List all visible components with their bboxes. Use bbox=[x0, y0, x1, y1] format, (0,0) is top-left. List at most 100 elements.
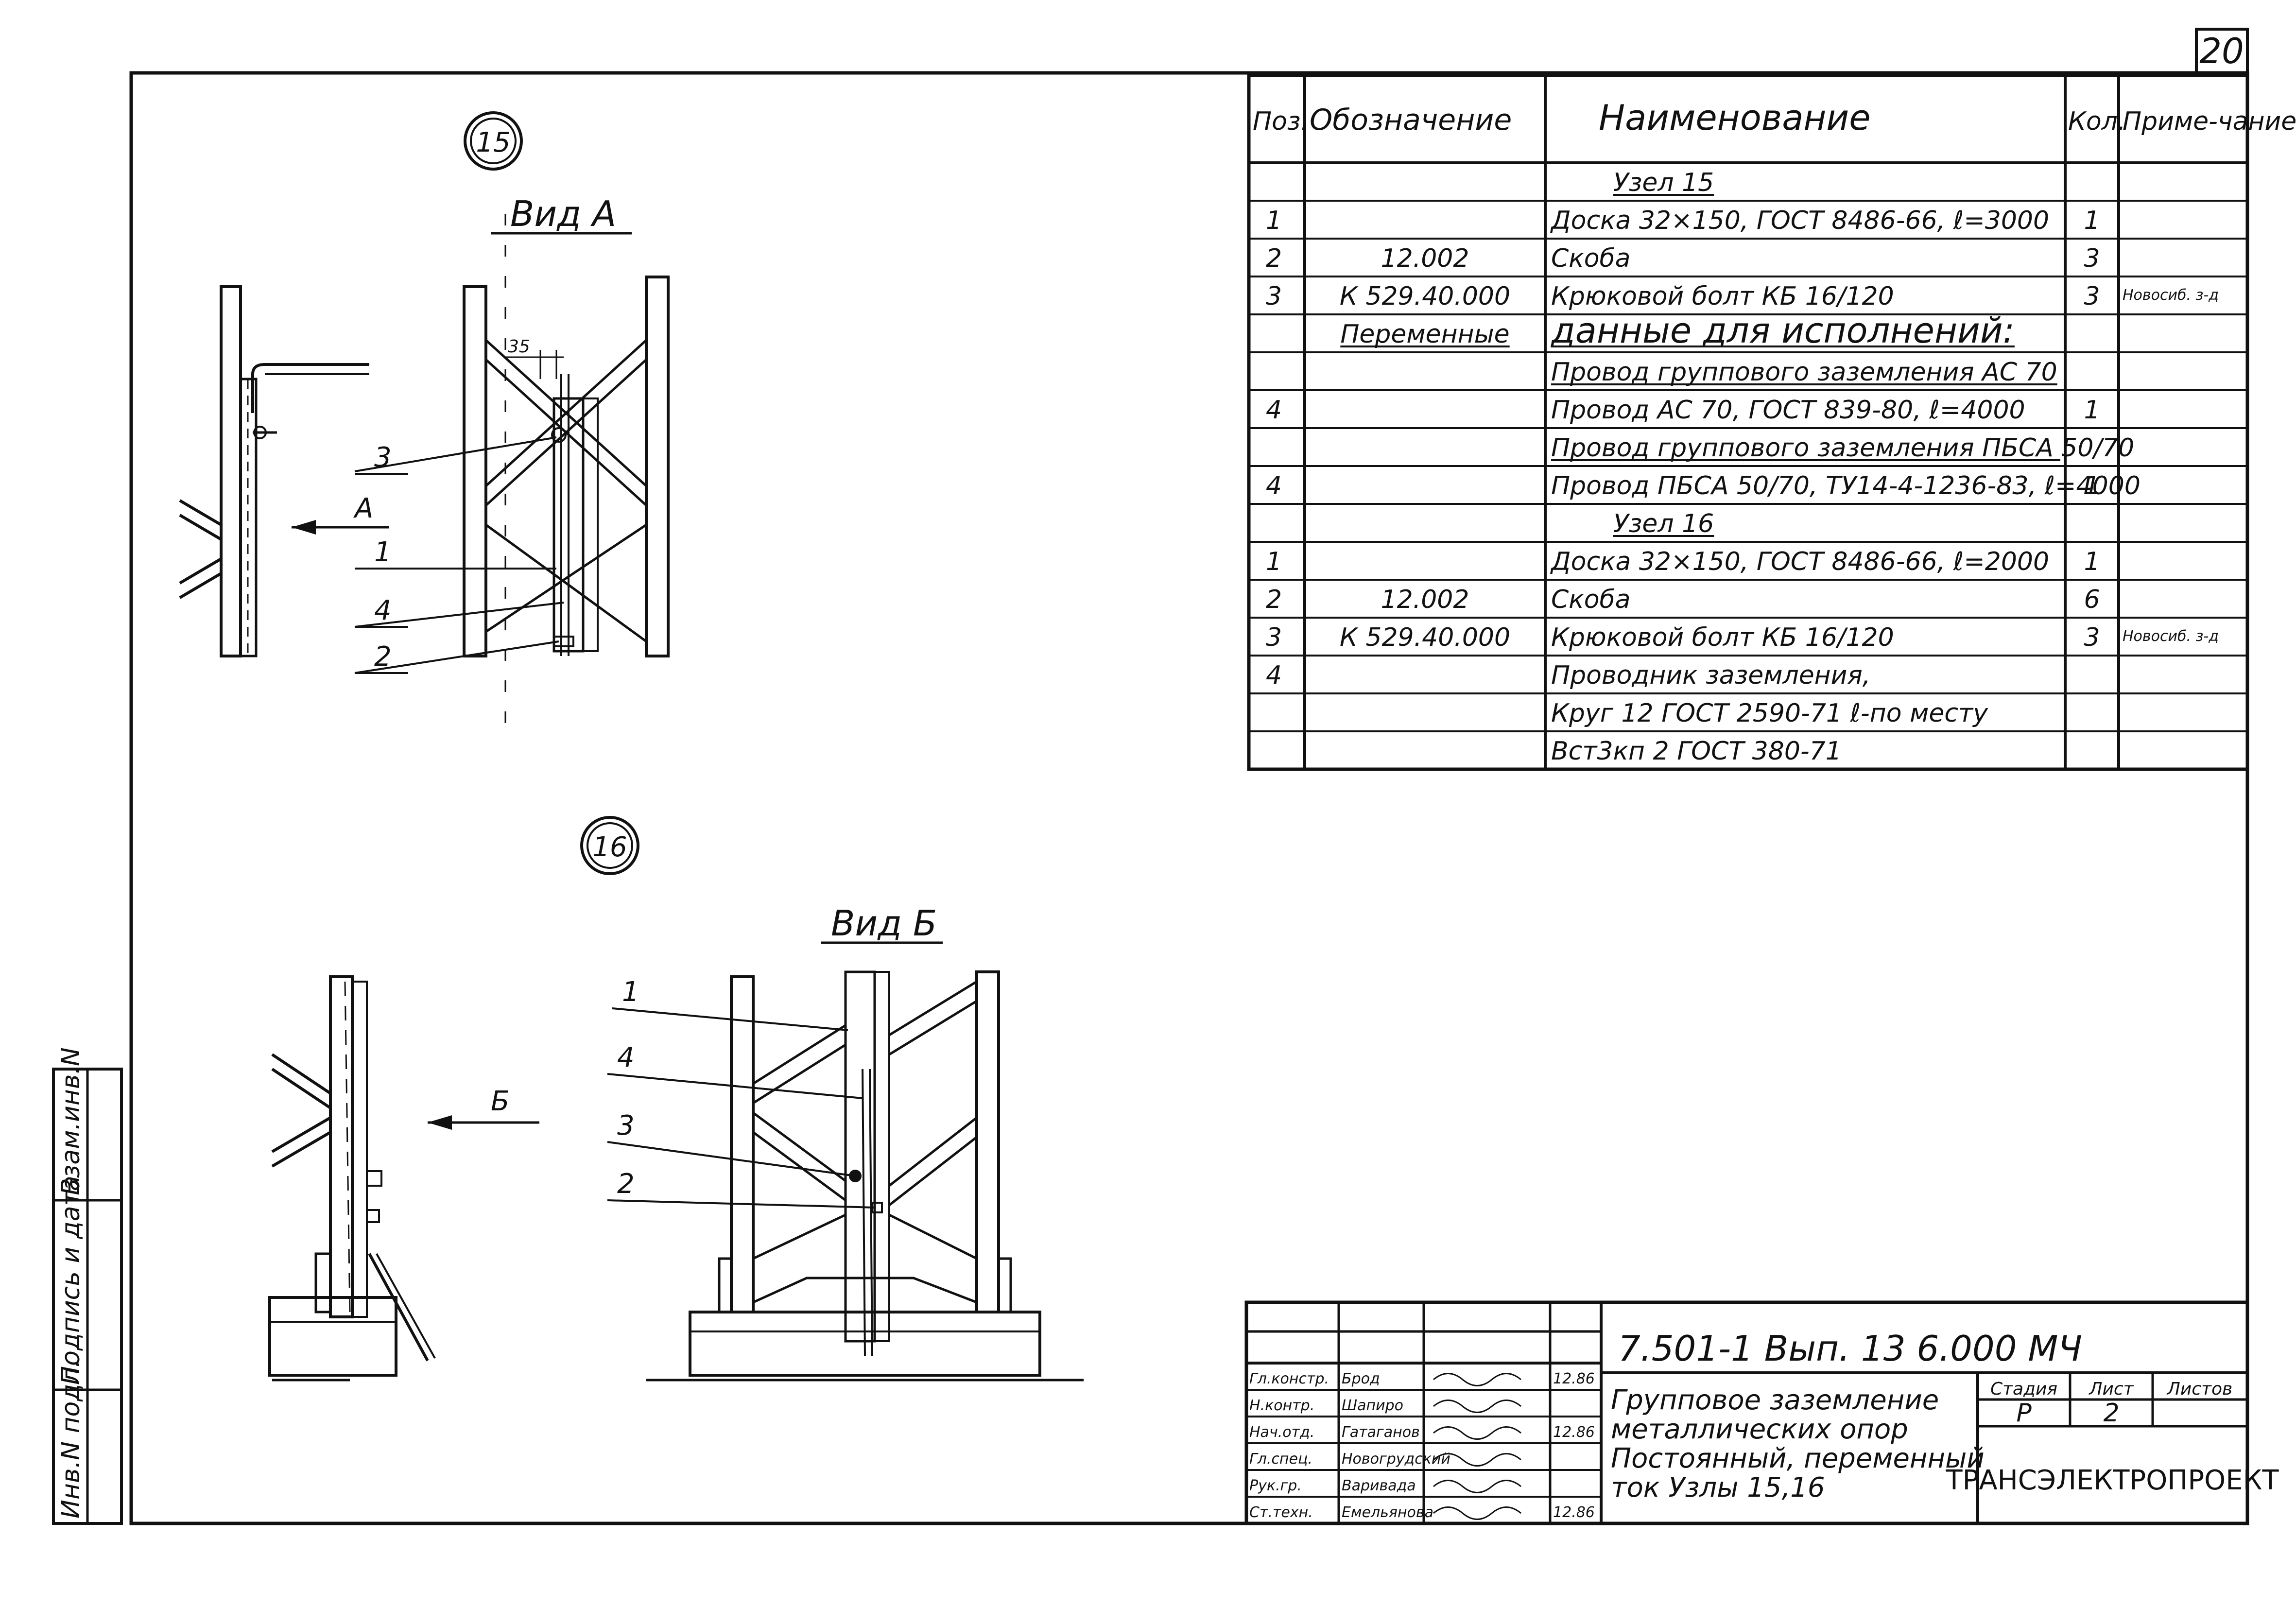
signature-icon bbox=[1433, 1453, 1521, 1467]
title-block: 7.501-1 Вып. 13 6.000 МЧ Групповое зазем… bbox=[1244, 1300, 2279, 1525]
node16-callout-1: 1 bbox=[622, 976, 639, 1008]
node15-arrow-label: А bbox=[353, 493, 373, 524]
spec-name: Доска 32×150, ГОСТ 8486-66, ℓ=3000 bbox=[1550, 206, 2049, 235]
spec-header-designation: Обозначение bbox=[1310, 103, 1512, 137]
spec-designation: 12.002 bbox=[1381, 585, 1469, 614]
spec-name: Узел 15 bbox=[1613, 168, 1714, 197]
spec-qty: 6 bbox=[2084, 585, 2100, 614]
staff-name: Варивада bbox=[1342, 1477, 1416, 1494]
staff-date: 12.86 bbox=[1553, 1424, 1595, 1441]
staff-row: Рук.гр. Варивада bbox=[1249, 1477, 1521, 1494]
spec-pos: 1 bbox=[1266, 206, 1282, 235]
spec-name: Крюковой болт КБ 16/120 bbox=[1551, 623, 1894, 652]
node15-callout-3: 3 bbox=[374, 442, 392, 473]
node15-marker: 15 bbox=[464, 111, 523, 171]
spec-name: Провод ПБСА 50/70, ТУ14-4-1236-83, ℓ=400… bbox=[1551, 471, 2141, 501]
staff-name: Шапиро bbox=[1342, 1397, 1403, 1414]
spec-name: Узел 16 bbox=[1613, 509, 1714, 538]
node16-callout-4: 4 bbox=[617, 1042, 635, 1073]
staff-row: Гл.констр. Брод 12.86 bbox=[1249, 1370, 1595, 1387]
signature-icon bbox=[1433, 1480, 1521, 1493]
node16-view-arrow: Б bbox=[428, 1086, 539, 1130]
spec-qty: 1 bbox=[2084, 206, 2100, 235]
spec-name: Проводник заземления, bbox=[1551, 661, 1870, 690]
staff-role: Рук.гр. bbox=[1249, 1477, 1302, 1494]
side-stamp-inv: Инв.N подл. bbox=[56, 1360, 86, 1519]
node15-side-view bbox=[179, 285, 369, 657]
spec-name: Провод группового заземления АС 70 bbox=[1551, 358, 2057, 387]
spec-header-name: Наименование bbox=[1599, 97, 1871, 138]
spec-row: Узел 16 bbox=[1613, 509, 1714, 538]
spec-name: данные для исполнений: bbox=[1550, 310, 2015, 351]
node15-callouts: 3 1 4 2 bbox=[354, 436, 564, 674]
staff-name: Брод bbox=[1342, 1370, 1380, 1387]
spec-header-note: Приме-чание bbox=[2123, 107, 2296, 136]
sheets-header: Листов bbox=[2166, 1379, 2232, 1399]
spec-pos: 3 bbox=[1266, 623, 1282, 652]
staff-row: Н.контр. Шапиро bbox=[1249, 1397, 1521, 1414]
spec-note: Новосиб. з-д bbox=[2123, 628, 2219, 645]
spec-name: Круг 12 ГОСТ 2590-71 ℓ-по месту bbox=[1551, 699, 1988, 728]
node15-front-view: 35 bbox=[463, 214, 670, 739]
spec-designation: Переменные bbox=[1340, 320, 1509, 349]
spec-name: Провод группового заземления ПБСА 50/70 bbox=[1551, 433, 2134, 463]
sheet-header: Лист bbox=[2088, 1379, 2134, 1399]
title-line-2: металлических опор bbox=[1611, 1414, 1908, 1445]
node15-view-title: Вид А bbox=[510, 193, 616, 234]
spec-row: Провод группового заземления АС 70 bbox=[1551, 358, 2057, 387]
spec-qty: 3 bbox=[2084, 282, 2100, 311]
spec-pos: 3 bbox=[1266, 282, 1282, 311]
node16-marker: 16 bbox=[580, 816, 639, 875]
signature-icon bbox=[1433, 1373, 1521, 1386]
staff-name: Емельянова bbox=[1342, 1504, 1433, 1521]
spec-qty: 1 bbox=[2084, 471, 2100, 501]
side-stamp-replace: Взам.инв.N bbox=[56, 1047, 86, 1195]
spec-name: Скоба bbox=[1551, 585, 1630, 614]
spec-pos: 2 bbox=[1266, 244, 1282, 273]
staff-row: Гл.спец. Новогрудский bbox=[1249, 1451, 1521, 1468]
stage-value: Р bbox=[2016, 1399, 2032, 1428]
node16-callouts: 1 4 3 2 bbox=[607, 976, 875, 1209]
spec-name: Скоба bbox=[1551, 244, 1630, 273]
node16-side-view bbox=[268, 975, 436, 1382]
spec-header-pos: Поз. bbox=[1253, 107, 1309, 136]
sheet-number: 20 bbox=[2199, 31, 2244, 71]
signature-icon bbox=[1433, 1400, 1521, 1413]
title-line-1: Групповое заземление bbox=[1611, 1384, 1939, 1416]
node16-number: 16 bbox=[592, 831, 627, 863]
spec-name: Доска 32×150, ГОСТ 8486-66, ℓ=2000 bbox=[1550, 547, 2049, 576]
node15-callout-4: 4 bbox=[374, 595, 392, 626]
spec-qty: 1 bbox=[2084, 547, 2100, 576]
node15-callout-1: 1 bbox=[374, 536, 392, 568]
staff-date: 12.86 bbox=[1553, 1370, 1595, 1387]
spec-row: Провод группового заземления ПБСА 50/70 bbox=[1551, 433, 2134, 463]
spec-header-qty: Кол. bbox=[2068, 107, 2126, 136]
node15-view-arrow: А bbox=[292, 493, 389, 535]
staff-role: Гл.констр. bbox=[1249, 1370, 1329, 1387]
spec-pos: 4 bbox=[1266, 471, 1282, 501]
spec-pos: 4 bbox=[1266, 661, 1282, 690]
spec-note: Новосиб. з-д bbox=[2123, 287, 2219, 304]
stage-header: Стадия bbox=[1990, 1379, 2057, 1399]
node16-callout-2: 2 bbox=[617, 1168, 635, 1200]
spec-row: Узел 15 bbox=[1613, 168, 1714, 197]
node16-callout-3: 3 bbox=[617, 1110, 635, 1141]
spec-row: 4 Провод ПБСА 50/70, ТУ14-4-1236-83, ℓ=40… bbox=[1266, 471, 2141, 501]
spec-row: Переменные данные для исполнений: bbox=[1340, 310, 2015, 351]
spec-designation: К 529.40.000 bbox=[1340, 623, 1510, 652]
organization-name: ТРАНСЭЛЕКТРОПРОЕКТ bbox=[1945, 1465, 2279, 1496]
side-stamp-sign: Подпись и дата bbox=[56, 1175, 86, 1385]
staff-name: Новогрудский bbox=[1342, 1451, 1450, 1468]
staff-role: Ст.техн. bbox=[1249, 1504, 1313, 1521]
staff-role: Н.контр. bbox=[1249, 1397, 1314, 1414]
title-line-4: ток Узлы 15,16 bbox=[1611, 1472, 1825, 1503]
staff-role: Гл.спец. bbox=[1249, 1451, 1312, 1468]
